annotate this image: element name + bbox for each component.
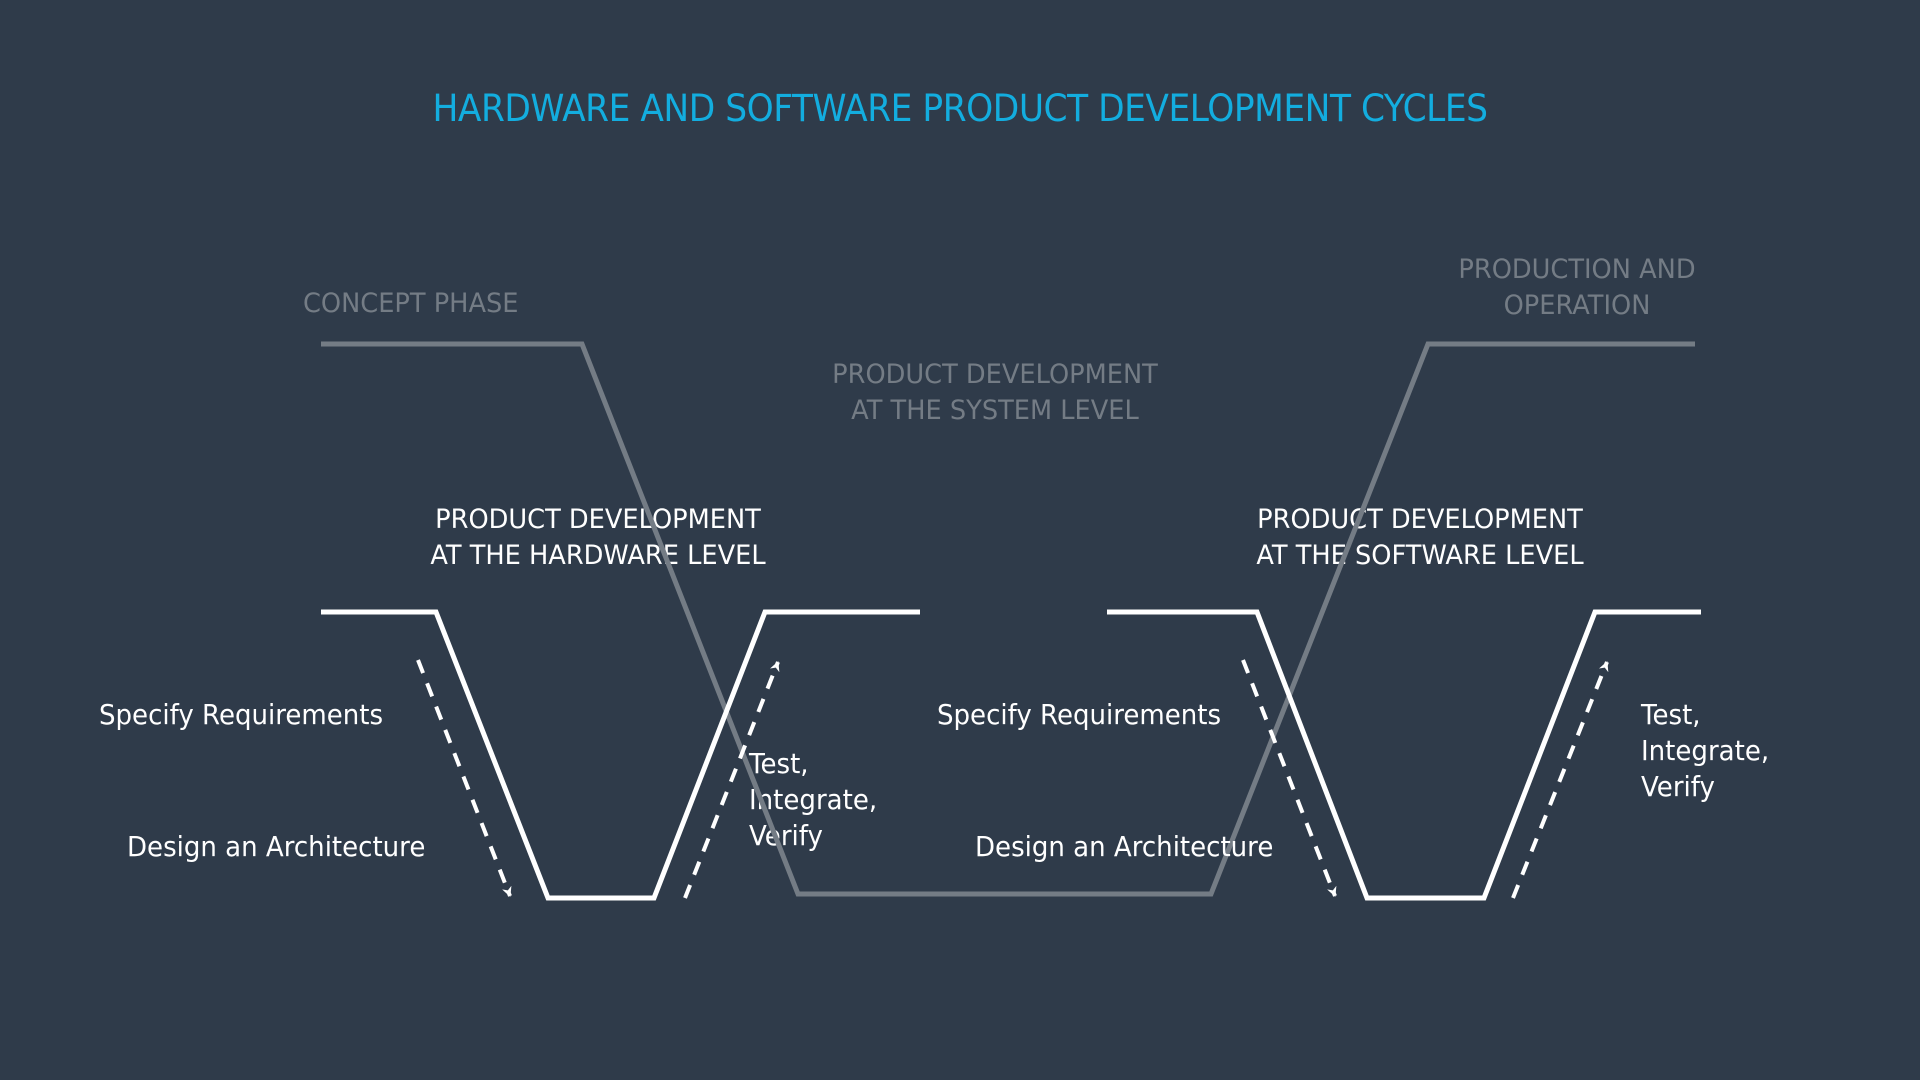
system-label-line-2: AT THE SYSTEM LEVEL (851, 395, 1139, 426)
system-level-label: PRODUCT DEVELOPMENT AT THE SYSTEM LEVEL (805, 357, 1185, 429)
hardware-verify-line-2: Integrate, (749, 783, 878, 816)
hardware-verify-label: Test, Integrate, Verify (749, 746, 877, 854)
concept-phase-text: CONCEPT PHASE (303, 288, 519, 319)
hardware-cycle-line (321, 609, 920, 901)
diagram-title: HARDWARE AND SOFTWARE PRODUCT DEVELOPMEN… (432, 87, 1488, 130)
software-label-line-2: AT THE SOFTWARE LEVEL (1256, 540, 1584, 571)
software-down-arrow-icon (1241, 659, 1337, 897)
hardware-up-arrow-icon (683, 661, 780, 899)
hardware-verify-line-3: Verify (749, 819, 823, 852)
hardware-specify-label: Specify Requirements (99, 698, 384, 731)
production-label-line-1: PRODUCTION AND (1458, 254, 1696, 285)
software-label-line-1: PRODUCT DEVELOPMENT (1257, 504, 1583, 535)
hardware-verify-line-1: Test, (749, 747, 809, 780)
software-cycle-line (1107, 609, 1701, 901)
production-label-line-2: OPERATION (1503, 290, 1651, 321)
software-verify-line-2: Integrate, (1641, 734, 1770, 767)
hardware-label-line-2: AT THE HARDWARE LEVEL (430, 540, 766, 571)
software-level-label: PRODUCT DEVELOPMENT AT THE SOFTWARE LEVE… (1230, 502, 1610, 574)
software-verify-line-3: Verify (1641, 770, 1715, 803)
software-verify-label: Test, Integrate, Verify (1641, 697, 1769, 805)
software-verify-line-1: Test, (1641, 698, 1701, 731)
hardware-design-label: Design an Architecture (127, 830, 426, 863)
hardware-label-line-1: PRODUCT DEVELOPMENT (435, 504, 761, 535)
system-level-line (321, 341, 1695, 897)
hardware-level-label: PRODUCT DEVELOPMENT AT THE HARDWARE LEVE… (408, 502, 788, 574)
software-up-arrow-icon (1511, 661, 1609, 899)
concept-phase-label: CONCEPT PHASE (303, 286, 518, 322)
hardware-down-arrow-icon (416, 659, 512, 897)
production-operation-label: PRODUCTION AND OPERATION (1387, 252, 1767, 324)
system-label-line-1: PRODUCT DEVELOPMENT (832, 359, 1158, 390)
software-specify-label: Specify Requirements (937, 698, 1222, 731)
software-design-label: Design an Architecture (975, 830, 1274, 863)
